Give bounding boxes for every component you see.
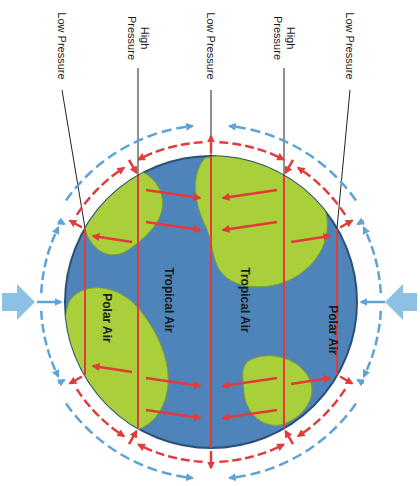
- circulation-arrow: [70, 377, 82, 384]
- pressure-label: Low Pressure: [56, 12, 69, 79]
- wind-arrow: [146, 190, 200, 198]
- wind-arrow: [223, 222, 277, 230]
- wind-arrow: [146, 378, 200, 386]
- circulation-arrow: [286, 160, 294, 173]
- wind-arrow: [146, 222, 200, 230]
- circulation-arrow: [219, 445, 283, 462]
- wind-arrow: [93, 366, 132, 372]
- circulation-arrow: [37, 301, 61, 304]
- equator-line: [210, 156, 212, 448]
- circulation-arrow: [364, 227, 381, 293]
- circulation-arrow: [364, 311, 381, 377]
- circulation-arrow: [41, 311, 58, 377]
- circulation-arrow: [298, 168, 345, 215]
- air-mass-label: Tropical Air: [237, 267, 251, 333]
- wind-arrow: [291, 236, 330, 242]
- continent: [83, 167, 162, 255]
- circulation-arrow: [66, 126, 192, 201]
- pressure-label: High Pressure: [271, 11, 296, 65]
- pressure-label: High Pressure: [125, 11, 150, 65]
- circulation-arrow: [230, 404, 356, 479]
- circulation-arrow: [66, 404, 192, 479]
- globe: [65, 156, 357, 448]
- latitude-line: [283, 176, 285, 428]
- circulation-arrow: [230, 126, 356, 201]
- circulation-arrow: [286, 431, 294, 444]
- wind-arrow: [223, 378, 277, 386]
- circulation-arrow: [77, 389, 124, 436]
- incoming-arrow: [2, 284, 35, 320]
- circulation-arrow: [298, 389, 345, 436]
- circulation-cells: [37, 126, 385, 478]
- leader-lines: [62, 68, 350, 228]
- latitude-line: [84, 229, 86, 375]
- circulation-arrow: [70, 221, 82, 228]
- leader-line: [138, 68, 139, 176]
- circulation-arrow: [129, 431, 137, 444]
- continents: [65, 156, 328, 432]
- circulation-arrow: [210, 136, 213, 153]
- circulation-arrow: [340, 221, 352, 228]
- wind-arrow: [291, 378, 330, 384]
- incoming-arrow: [385, 284, 417, 320]
- circulation-arrow: [41, 227, 58, 293]
- air-mass-label: Polar Air: [325, 305, 339, 355]
- wind-arrow: [146, 410, 200, 418]
- leader-line: [337, 90, 350, 228]
- circulation-arrow: [358, 221, 364, 224]
- circulation-arrow: [210, 451, 213, 468]
- circulation-arrow: [58, 221, 64, 224]
- circulation-arrow: [58, 380, 64, 383]
- circulation-arrow: [219, 142, 283, 159]
- air-mass-label: Tropical Air: [161, 267, 175, 333]
- circulation-arrow: [138, 445, 202, 462]
- circulation-arrow: [138, 142, 202, 159]
- surface-winds: [93, 190, 330, 418]
- circulation-arrow: [340, 377, 352, 384]
- wind-arrow: [223, 190, 277, 198]
- leader-line: [284, 68, 285, 176]
- circulation-arrow: [358, 380, 364, 383]
- circulation-arrow: [129, 160, 137, 173]
- latitude-lines: [85, 156, 337, 448]
- latitude-line: [137, 176, 139, 428]
- wind-arrow: [93, 236, 132, 242]
- circulation-arrow: [361, 301, 385, 304]
- circulation-arrow: [77, 168, 124, 215]
- continent: [243, 356, 312, 426]
- wind-arrow: [223, 410, 277, 418]
- air-mass-label: Polar Air: [99, 293, 113, 343]
- leader-line: [211, 90, 212, 156]
- pressure-label: Low Pressure: [344, 12, 357, 79]
- pressure-label: Low Pressure: [205, 12, 218, 79]
